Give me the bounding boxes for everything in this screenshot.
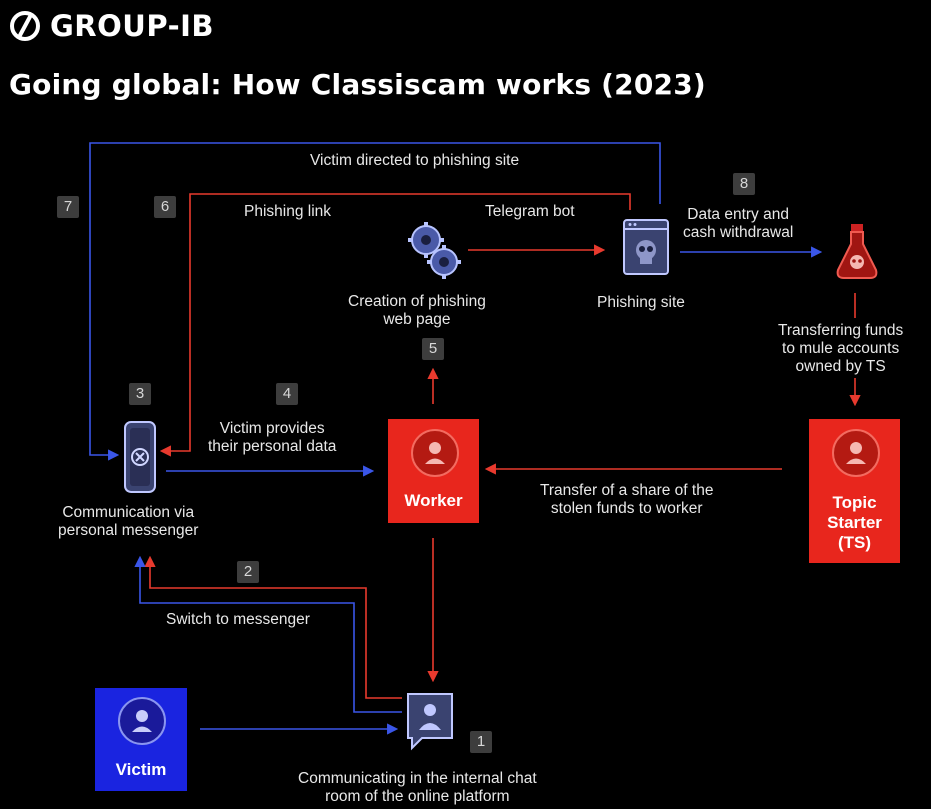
brand-name: GROUP-IB	[50, 9, 215, 43]
step-badge-1: 1	[470, 731, 492, 753]
brand-logo: GROUP-IB	[8, 6, 214, 46]
label-transferring: Transferring funds to mule accounts owne…	[778, 322, 904, 375]
user-icon	[411, 429, 459, 477]
user-icon	[118, 697, 166, 745]
step-badge-7: 7	[57, 196, 79, 218]
edge-phishing-link	[159, 193, 631, 457]
worker-label: Worker	[404, 491, 463, 510]
label-telegram-bot: Telegram bot	[485, 203, 575, 220]
phone-icon	[124, 421, 156, 493]
label-creation: Creation of phishing web page	[348, 293, 486, 328]
topic-starter-label: Topic Starter (TS)	[827, 493, 882, 552]
topic-starter-node: Topic Starter (TS)	[809, 419, 900, 563]
skull-browser-icon	[623, 219, 669, 275]
step-badge-5: 5	[422, 338, 444, 360]
step-badge-6: 6	[154, 196, 176, 218]
label-switch: Switch to messenger	[166, 611, 310, 628]
gear-icon	[408, 222, 461, 279]
label-victim-provides: Victim provides their personal data	[208, 420, 337, 455]
label-messenger: Communication via personal messenger	[58, 504, 199, 539]
label-phishing-link: Phishing link	[244, 203, 332, 220]
step-badge-2: 2	[237, 561, 259, 583]
label-phishing-site: Phishing site	[597, 294, 685, 311]
edge-switch-blue	[134, 555, 402, 713]
chat-bubble-icon	[407, 693, 453, 751]
edge-victim-directed	[89, 142, 661, 461]
edge-switch-red	[144, 555, 402, 699]
label-data-entry: Data entry and cash withdrawal	[683, 206, 794, 241]
page-title: Going global: How Classiscam works (2023…	[9, 68, 706, 101]
user-icon	[832, 429, 880, 477]
step-badge-8: 8	[733, 173, 755, 195]
victim-label: Victim	[115, 760, 167, 779]
step-badge-4: 4	[276, 383, 298, 405]
label-chat-room: Communicating in the internal chat room …	[298, 770, 537, 805]
victim-node: Victim	[95, 688, 187, 791]
step-badge-3: 3	[129, 383, 151, 405]
group-ib-logo-icon	[10, 11, 40, 41]
label-victim-directed: Victim directed to phishing site	[310, 152, 520, 169]
worker-node: Worker	[388, 419, 479, 523]
label-transfer-share: Transfer of a share of the stolen funds …	[540, 482, 714, 517]
flask-icon	[836, 224, 878, 279]
